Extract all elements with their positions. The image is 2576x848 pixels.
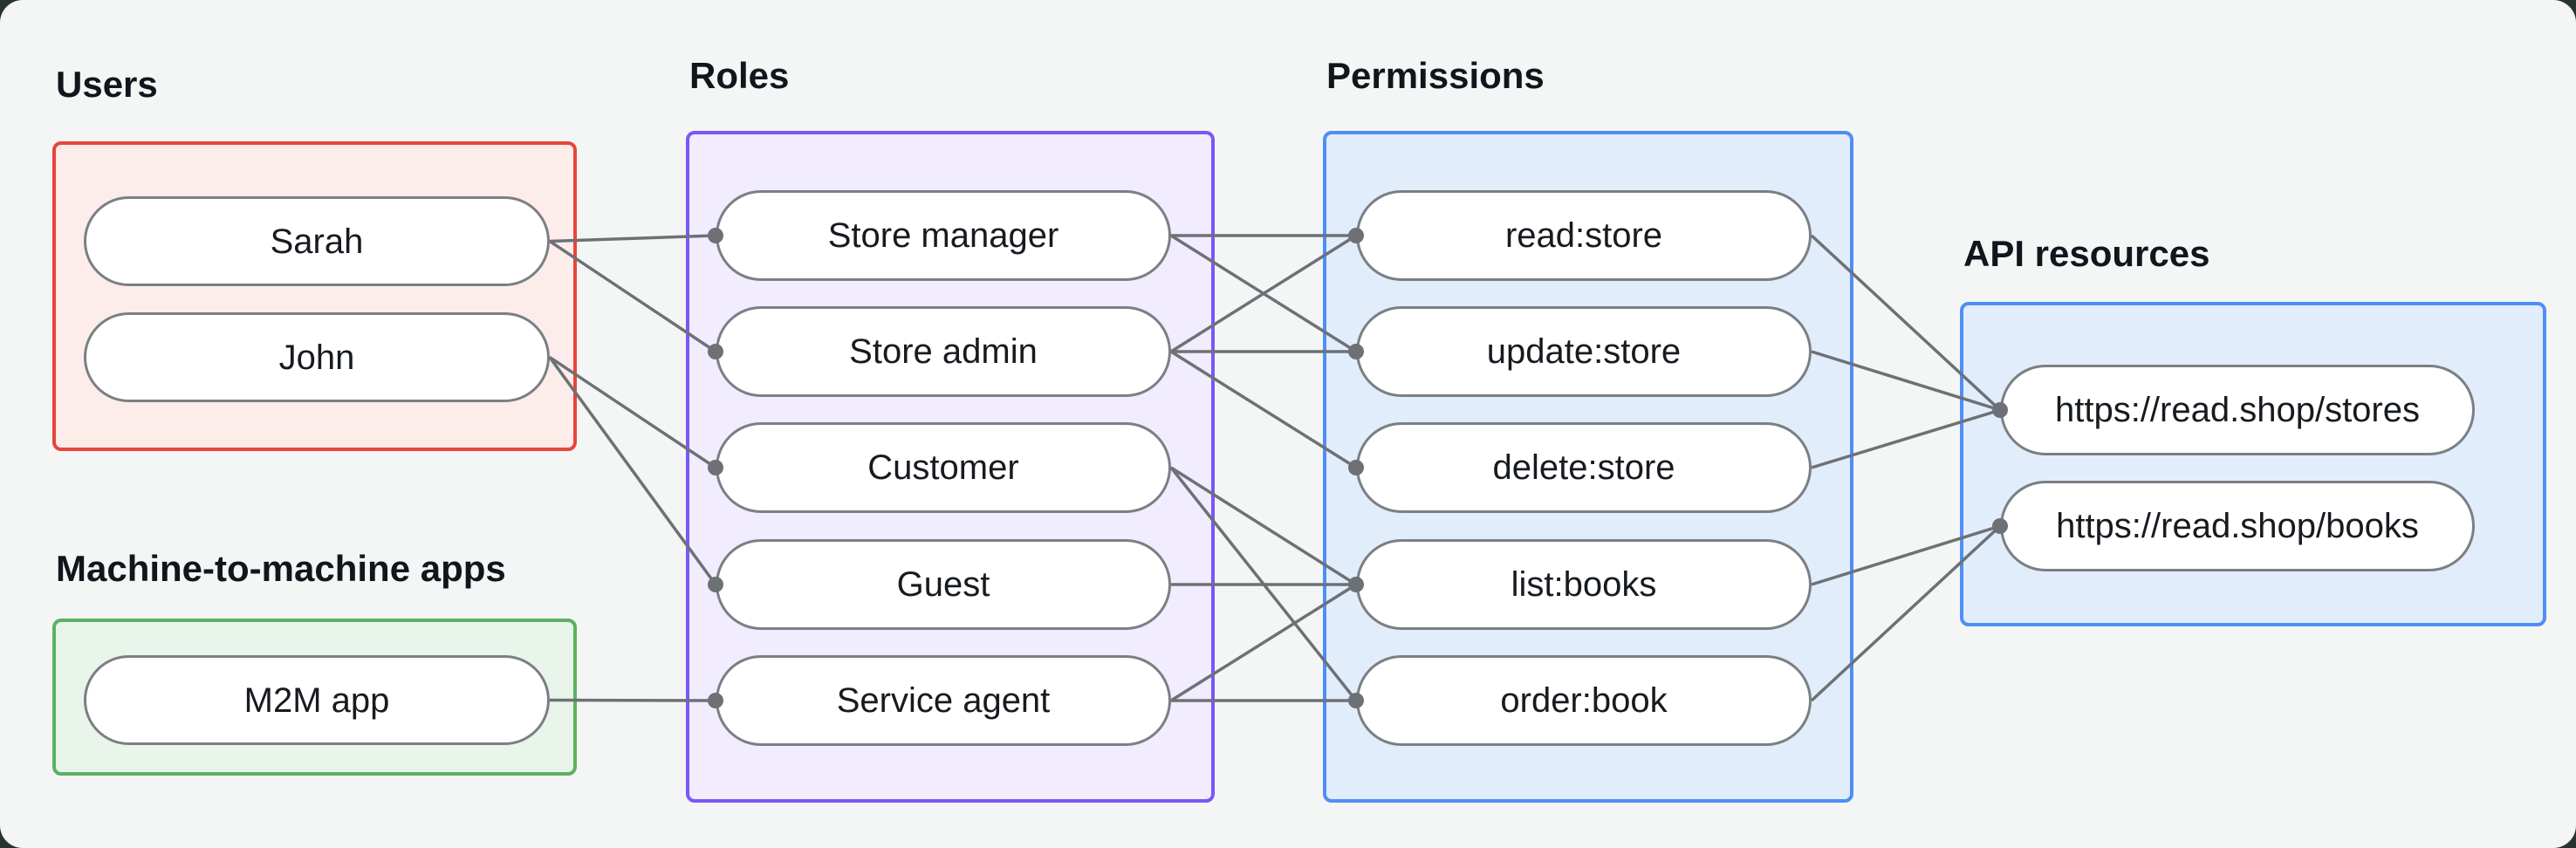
node-customer: Customer xyxy=(716,422,1171,513)
node-sarah: Sarah xyxy=(84,196,550,286)
group-label-api-resources: API resources xyxy=(1963,233,2210,274)
node-label-delete-store: delete:store xyxy=(1492,448,1675,487)
group-api-resources xyxy=(1960,302,2546,626)
node-read-store: read:store xyxy=(1356,190,1812,281)
node-store-manager: Store manager xyxy=(716,190,1171,281)
node-guest: Guest xyxy=(716,539,1171,630)
node-service-agent: Service agent xyxy=(716,655,1171,746)
node-label-john: John xyxy=(278,338,355,377)
node-update-store: update:store xyxy=(1356,306,1812,397)
node-label-store-manager: Store manager xyxy=(827,216,1059,255)
node-label-list-books: list:books xyxy=(1511,565,1657,604)
node-label-service-agent: Service agent xyxy=(836,681,1051,720)
node-store-admin: Store admin xyxy=(716,306,1171,397)
node-label-read-shop-books: https://read.shop/books xyxy=(2056,507,2419,545)
node-label-guest: Guest xyxy=(896,565,990,604)
node-read-shop-books: https://read.shop/books xyxy=(2000,481,2475,571)
node-label-sarah: Sarah xyxy=(270,222,364,261)
node-john: John xyxy=(84,312,550,402)
node-label-m2m-app: M2M app xyxy=(243,680,390,720)
group-label-permissions: Permissions xyxy=(1326,55,1545,96)
node-label-read-store: read:store xyxy=(1504,216,1663,255)
node-label-order-book: order:book xyxy=(1500,681,1668,720)
group-label-users: Users xyxy=(56,64,158,105)
node-label-customer: Customer xyxy=(867,448,1019,487)
group-label-m2m-apps: Machine-to-machine apps xyxy=(56,548,506,589)
group-users xyxy=(52,141,577,451)
node-read-shop-stores: https://read.shop/stores xyxy=(2000,365,2475,455)
node-delete-store: delete:store xyxy=(1356,422,1812,513)
node-label-read-shop-stores: https://read.shop/stores xyxy=(2054,391,2420,429)
node-label-update-store: update:store xyxy=(1486,332,1682,371)
node-list-books: list:books xyxy=(1356,539,1812,630)
node-label-store-admin: Store admin xyxy=(849,332,1038,371)
node-m2m-app: M2M app xyxy=(84,655,550,745)
group-label-roles: Roles xyxy=(689,55,790,96)
node-order-book: order:book xyxy=(1356,655,1812,746)
